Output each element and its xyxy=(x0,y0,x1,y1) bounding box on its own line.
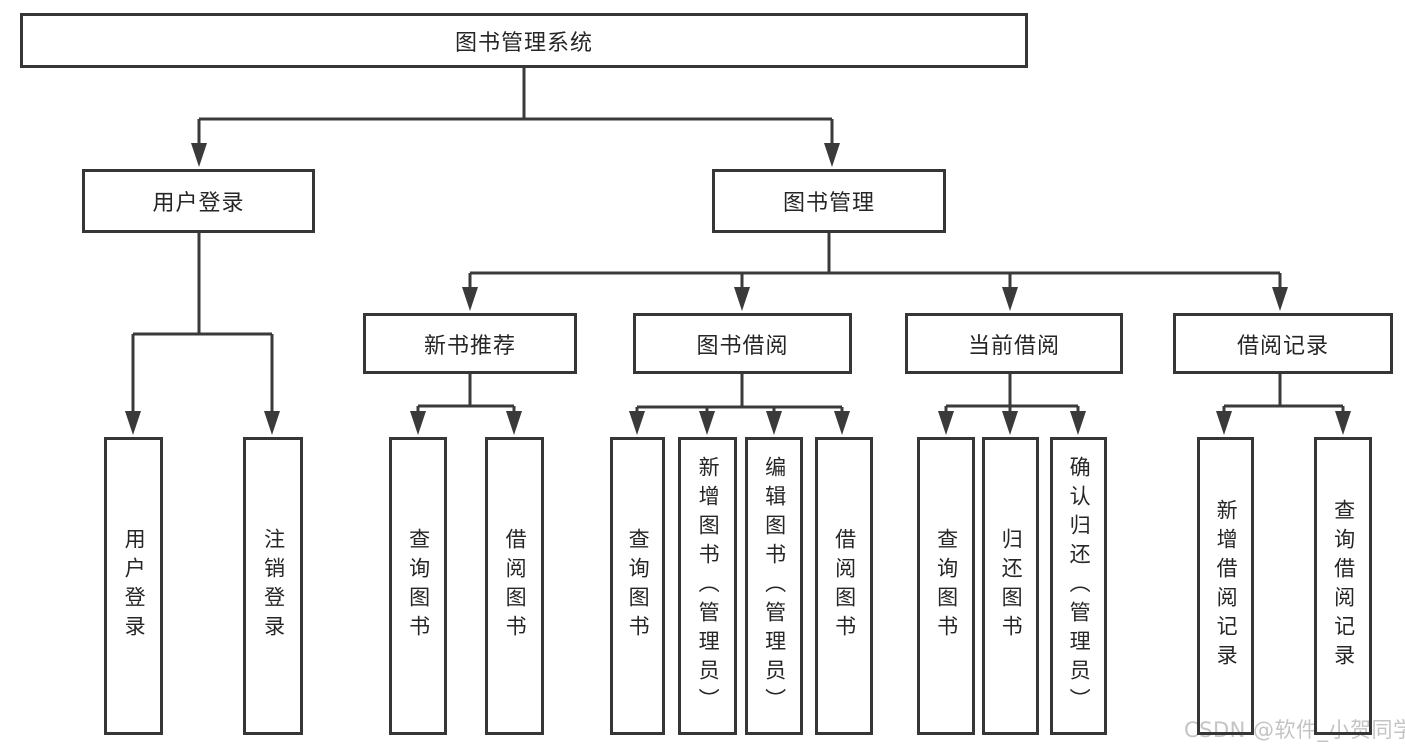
leaf-recommend-query-books-label: 查询图书 xyxy=(406,528,431,644)
leaf-current-query-books-label: 查询图书 xyxy=(934,528,959,644)
leaf-records-add-record-label: 新增借阅记录 xyxy=(1214,499,1239,673)
node-user-login-label: 用户登录 xyxy=(152,191,245,216)
arrowheads xyxy=(125,143,1351,435)
node-user-login: 用户登录 xyxy=(82,169,315,233)
leaf-borrow-query-books: 查询图书 xyxy=(610,437,665,735)
node-new-book-recommend-label: 新书推荐 xyxy=(423,333,516,359)
node-current-borrow: 当前借阅 xyxy=(905,313,1123,374)
leaf-records-query-record: 查询借阅记录 xyxy=(1314,437,1372,735)
node-book-management: 图书管理 xyxy=(712,169,946,233)
leaf-current-confirm-return-admin: 确认归还（管理员） xyxy=(1050,437,1107,735)
leaf-current-query-books: 查询图书 xyxy=(917,437,975,735)
node-book-borrow-label: 图书借阅 xyxy=(696,333,789,359)
leaf-recommend-borrow-books-label: 借阅图书 xyxy=(503,528,528,644)
leaf-logout-label: 注销登录 xyxy=(261,528,286,644)
leaf-current-return-books-label: 归还图书 xyxy=(999,528,1024,644)
leaf-borrow-add-books-admin-label: 新增图书（管理员） xyxy=(696,455,721,717)
node-book-management-label: 图书管理 xyxy=(782,191,875,216)
leaf-current-confirm-return-admin-label: 确认归还（管理员） xyxy=(1067,455,1092,717)
node-borrow-records: 借阅记录 xyxy=(1173,313,1393,374)
csdn-watermark: CSDN @软件_小贺同学 xyxy=(1184,718,1405,742)
leaf-borrow-edit-books-admin: 编辑图书（管理员） xyxy=(745,437,803,735)
leaf-borrow-query-books-label: 查询图书 xyxy=(626,528,651,644)
leaf-user-login: 用户登录 xyxy=(104,437,163,735)
leaf-recommend-borrow-books: 借阅图书 xyxy=(485,437,544,735)
node-new-book-recommend: 新书推荐 xyxy=(363,313,577,374)
leaf-user-login-label: 用户登录 xyxy=(122,528,147,644)
leaf-borrow-borrow-books: 借阅图书 xyxy=(815,437,873,735)
node-borrow-records-label: 借阅记录 xyxy=(1236,333,1329,359)
node-root-label: 图书管理系统 xyxy=(454,30,593,56)
leaf-logout: 注销登录 xyxy=(243,437,303,735)
leaf-recommend-query-books: 查询图书 xyxy=(389,437,447,735)
node-root: 图书管理系统 xyxy=(20,13,1028,68)
node-book-borrow: 图书借阅 xyxy=(633,313,852,374)
leaf-borrow-add-books-admin: 新增图书（管理员） xyxy=(678,437,737,735)
leaf-current-return-books: 归还图书 xyxy=(982,437,1039,735)
leaf-borrow-borrow-books-label: 借阅图书 xyxy=(832,528,857,644)
leaf-records-query-record-label: 查询借阅记录 xyxy=(1331,499,1356,673)
node-current-borrow-label: 当前借阅 xyxy=(967,333,1060,359)
leaf-records-add-record: 新增借阅记录 xyxy=(1197,437,1254,735)
leaf-borrow-edit-books-admin-label: 编辑图书（管理员） xyxy=(762,455,787,717)
